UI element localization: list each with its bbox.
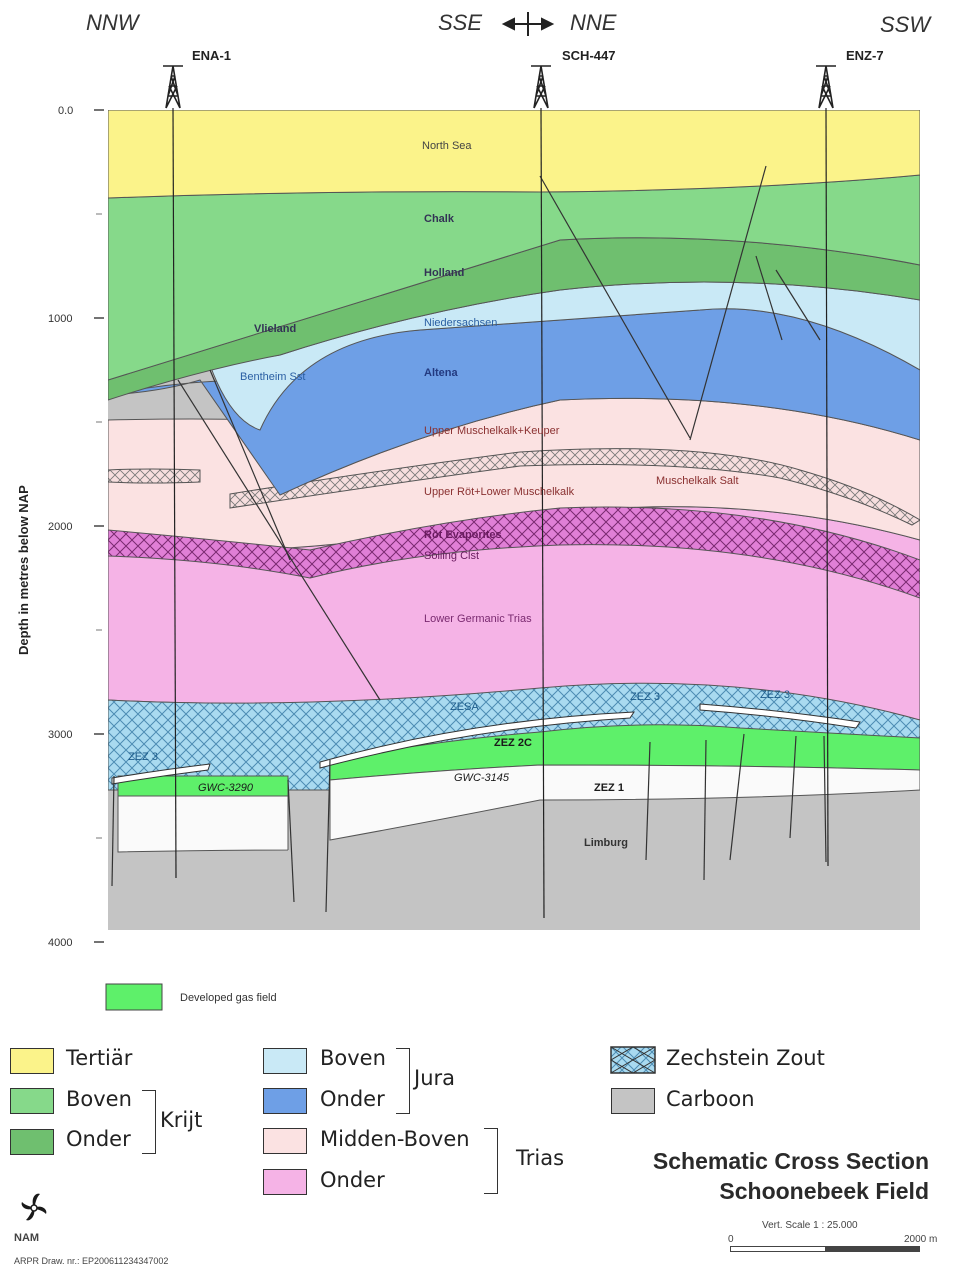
well-paths [172, 107, 829, 919]
direction-nnw: NNW [86, 10, 141, 35]
label-upper-muschelkalk: Upper Muschelkalk+Keuper [424, 425, 560, 437]
cross-section-diagram: NNW SSE NNE SSW ENA-1 SCH-447 ENZ-7 Dept… [16, 10, 932, 1011]
label-zez3-right: ZEZ 3 [760, 689, 790, 701]
layer-muschelkalk-salt [229, 448, 920, 526]
label-lower-germanic: Lower Germanic Trias [424, 613, 532, 625]
gas-legend-swatch [105, 983, 163, 1011]
direction-nne: NNE [570, 10, 617, 35]
brace-jura [396, 1048, 410, 1114]
label-bentheim: Bentheim Sst [240, 371, 305, 383]
swatch-jura-onder [263, 1088, 307, 1114]
legend-jura-onder: Onder [320, 1087, 385, 1111]
label-zez1: ZEZ 1 [594, 782, 624, 794]
scale-start: 0 [728, 1234, 734, 1245]
legend-carboon: Carboon [666, 1087, 755, 1111]
depth-axis-label: Depth in metres below NAP [16, 485, 31, 655]
brace-krijt [142, 1090, 156, 1154]
well-label-ena1: ENA-1 [192, 48, 231, 63]
derrick-icon-enz7 [816, 65, 836, 109]
label-chalk: Chalk [424, 213, 455, 225]
label-zez2c: ZEZ 2C [494, 737, 532, 749]
strata [108, 110, 920, 930]
scale-bar [730, 1246, 920, 1252]
label-solling: Solling Clst [424, 550, 479, 562]
title-line1: Schematic Cross Section [652, 1148, 929, 1174]
label-zez3-mid: ZEZ 3 [630, 691, 660, 703]
depth-tick-1000: 1000 [48, 313, 72, 325]
legend-krijt-onder: Onder [66, 1127, 131, 1151]
swatch-trias-midden [263, 1128, 307, 1154]
legend-jura: Jura [414, 1066, 456, 1090]
drawing-number: ARPR Draw. nr.: EP200611234347002 [14, 1256, 169, 1266]
scale-end: 2000 m [904, 1234, 938, 1245]
section-bend-icon [501, 12, 555, 36]
legend-trias-onder: Onder [320, 1168, 385, 1192]
legend-tertiar: Tertiär [66, 1046, 133, 1070]
swatch-jura-boven [263, 1048, 307, 1074]
swatch-krijt-onder [10, 1129, 54, 1155]
layer-zez1-main [329, 764, 920, 841]
scale-label: Vert. Scale 1 : 25.000 [762, 1220, 858, 1231]
brace-trias [484, 1128, 498, 1194]
direction-sse: SSE [438, 10, 482, 35]
legend-krijt: Krijt [160, 1108, 203, 1132]
faults [111, 165, 827, 913]
company-label: NAM [14, 1232, 40, 1244]
label-limburg: Limburg [584, 837, 628, 849]
label-north-sea: North Sea [422, 140, 472, 152]
swatch-zechstein [610, 1046, 656, 1074]
label-muschelkalk-salt: Muschelkalk Salt [656, 475, 739, 487]
layer-rot-evaporites [108, 506, 920, 599]
depth-axis: Depth in metres below NAP 0.0 1000 2000 … [16, 105, 104, 949]
swatch-trias-onder [263, 1169, 307, 1195]
layer-north-sea [108, 110, 920, 199]
swatch-krijt-boven [10, 1088, 54, 1114]
swatch-carboon [611, 1088, 655, 1114]
depth-tick-0: 0.0 [58, 105, 73, 117]
label-gwc3290: GWC-3290 [198, 782, 254, 794]
well-label-sch447: SCH-447 [562, 48, 615, 63]
depth-tick-3000: 3000 [48, 729, 72, 741]
label-upper-rot: Upper Röt+Lower Muschelkalk [424, 486, 575, 498]
depth-tick-4000: 4000 [48, 937, 72, 949]
direction-ssw: SSW [880, 12, 932, 37]
label-niedersachsen: Niedersachsen [424, 317, 497, 329]
label-altena: Altena [424, 367, 459, 379]
nam-logo-icon [21, 1193, 47, 1221]
label-zesa: ZESA [450, 701, 479, 713]
layer-zez1 [117, 795, 289, 853]
swatch-tertiar [10, 1048, 54, 1074]
label-holland: Holland [424, 267, 464, 279]
label-gwc3145: GWC-3145 [454, 772, 510, 784]
title-line2: Schoonebeek Field [719, 1178, 929, 1204]
derrick-icon-ena1 [163, 65, 183, 109]
legend-trias-midden: Midden-Boven [320, 1127, 470, 1151]
label-rot-evaporites: Röt Evaporites [424, 529, 502, 541]
legend-trias: Trias [516, 1146, 565, 1170]
well-label-enz7: ENZ-7 [846, 48, 884, 63]
depth-tick-2000: 2000 [48, 521, 72, 533]
label-vlieland: Vlieland [254, 323, 296, 335]
layer-muschelkalk-salt-left [108, 468, 201, 484]
legend-jura-boven: Boven [320, 1046, 386, 1070]
derrick-icon-sch447 [531, 65, 551, 109]
legend-krijt-boven: Boven [66, 1087, 132, 1111]
label-zez3-left: ZEZ 3 [128, 751, 158, 763]
legend-zechstein: Zechstein Zout [666, 1046, 825, 1070]
gas-legend-label: Developed gas field [180, 992, 277, 1004]
